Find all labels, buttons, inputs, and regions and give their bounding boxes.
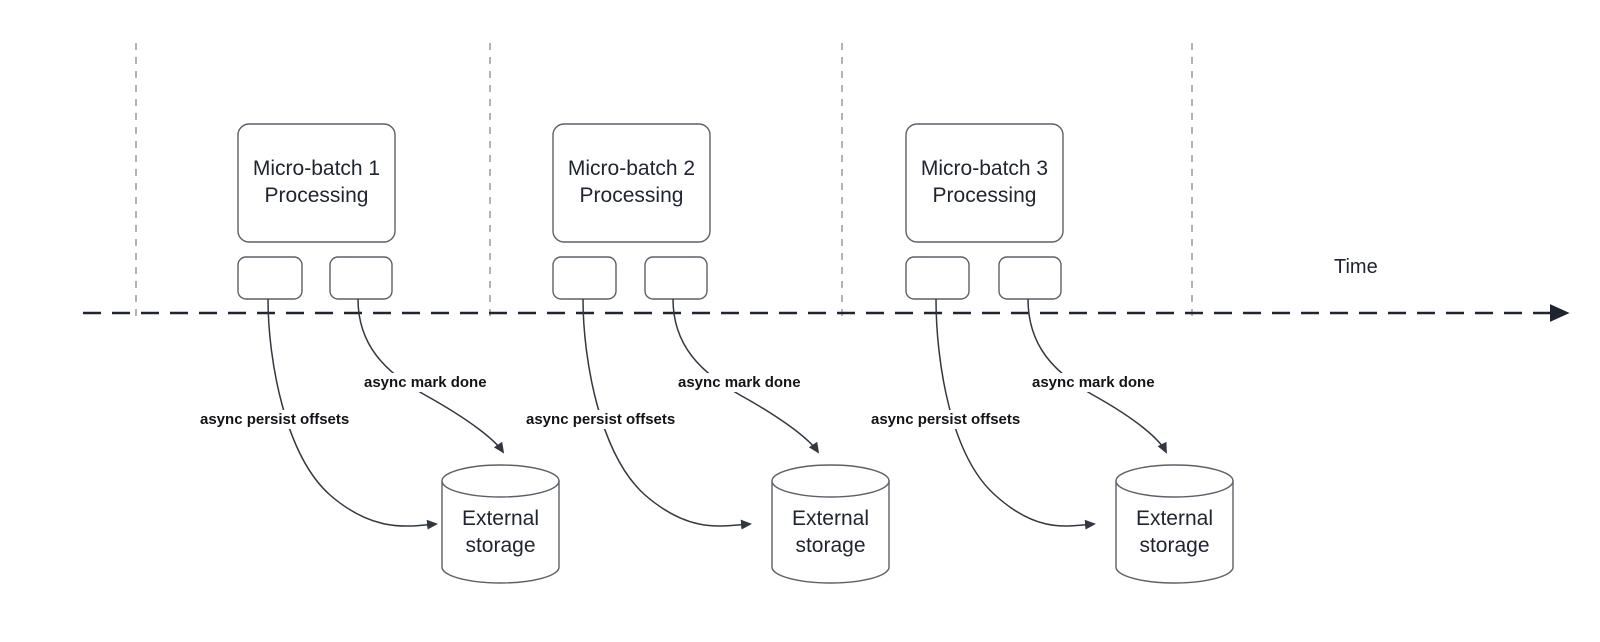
task-box-persist-3[interactable] xyxy=(905,256,970,300)
external-storage-cylinder-2[interactable] xyxy=(771,464,890,584)
micro-batch-box-3[interactable] xyxy=(905,123,1064,243)
tick-divider-group xyxy=(135,43,1193,318)
edge-label-persist-offsets-1: async persist offsets xyxy=(198,410,352,429)
micro-batch-box-1[interactable] xyxy=(237,123,396,243)
external-storage-cylinder-3[interactable] xyxy=(1115,464,1234,584)
task-box-mark-1[interactable] xyxy=(329,256,393,300)
task-box-mark-3[interactable] xyxy=(998,256,1062,300)
external-storage-cylinder-1[interactable] xyxy=(441,464,560,584)
edge-persist-offsets-3 xyxy=(935,298,1096,530)
group-2-shapes xyxy=(552,123,890,584)
task-box-persist-2[interactable] xyxy=(552,256,617,300)
task-box-persist-1[interactable] xyxy=(237,256,303,300)
edge-label-mark-done-1: async mark done xyxy=(362,373,489,392)
edge-label-persist-offsets-2: async persist offsets xyxy=(524,410,678,429)
micro-batch-box-2[interactable] xyxy=(552,123,711,243)
edge-mark-done-2 xyxy=(672,298,820,454)
edge-label-persist-offsets-3: async persist offsets xyxy=(869,410,1023,429)
edge-label-mark-done-3: async mark done xyxy=(1030,373,1157,392)
edge-persist-offsets-2 xyxy=(582,298,752,530)
time-axis-label: Time xyxy=(1334,256,1378,278)
edge-label-mark-done-2: async mark done xyxy=(676,373,803,392)
task-box-mark-2[interactable] xyxy=(644,256,708,300)
group-3-shapes xyxy=(905,123,1234,584)
edge-mark-done-1 xyxy=(357,298,505,454)
edge-persist-offsets-1 xyxy=(267,298,438,530)
edge-mark-done-3 xyxy=(1027,298,1167,454)
group-1-shapes xyxy=(237,123,560,584)
